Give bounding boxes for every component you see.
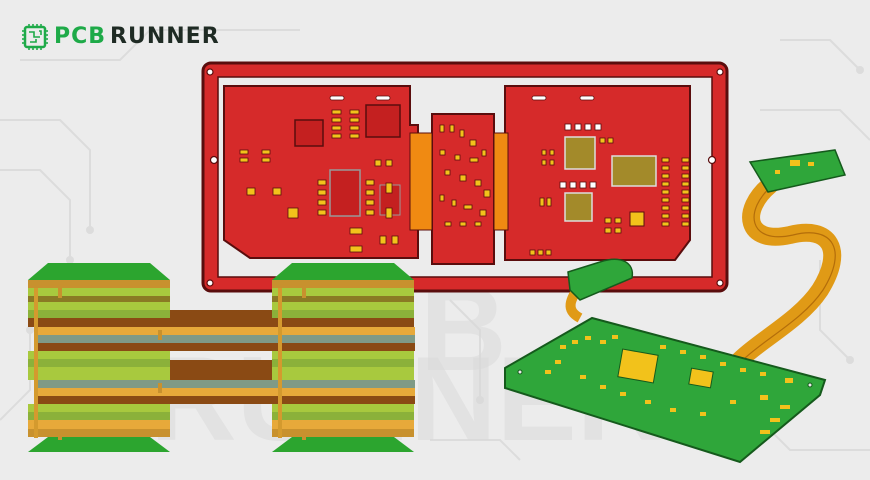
logo-text-runner: RUNNER — [110, 24, 220, 49]
logo-text-pcb: PCB — [54, 24, 107, 49]
red-rigid-flex-panel — [201, 61, 729, 293]
layer-stackup-cross-section — [28, 263, 415, 452]
green-rigid-flex-board — [504, 149, 847, 464]
circuit-chip-icon — [22, 24, 48, 50]
